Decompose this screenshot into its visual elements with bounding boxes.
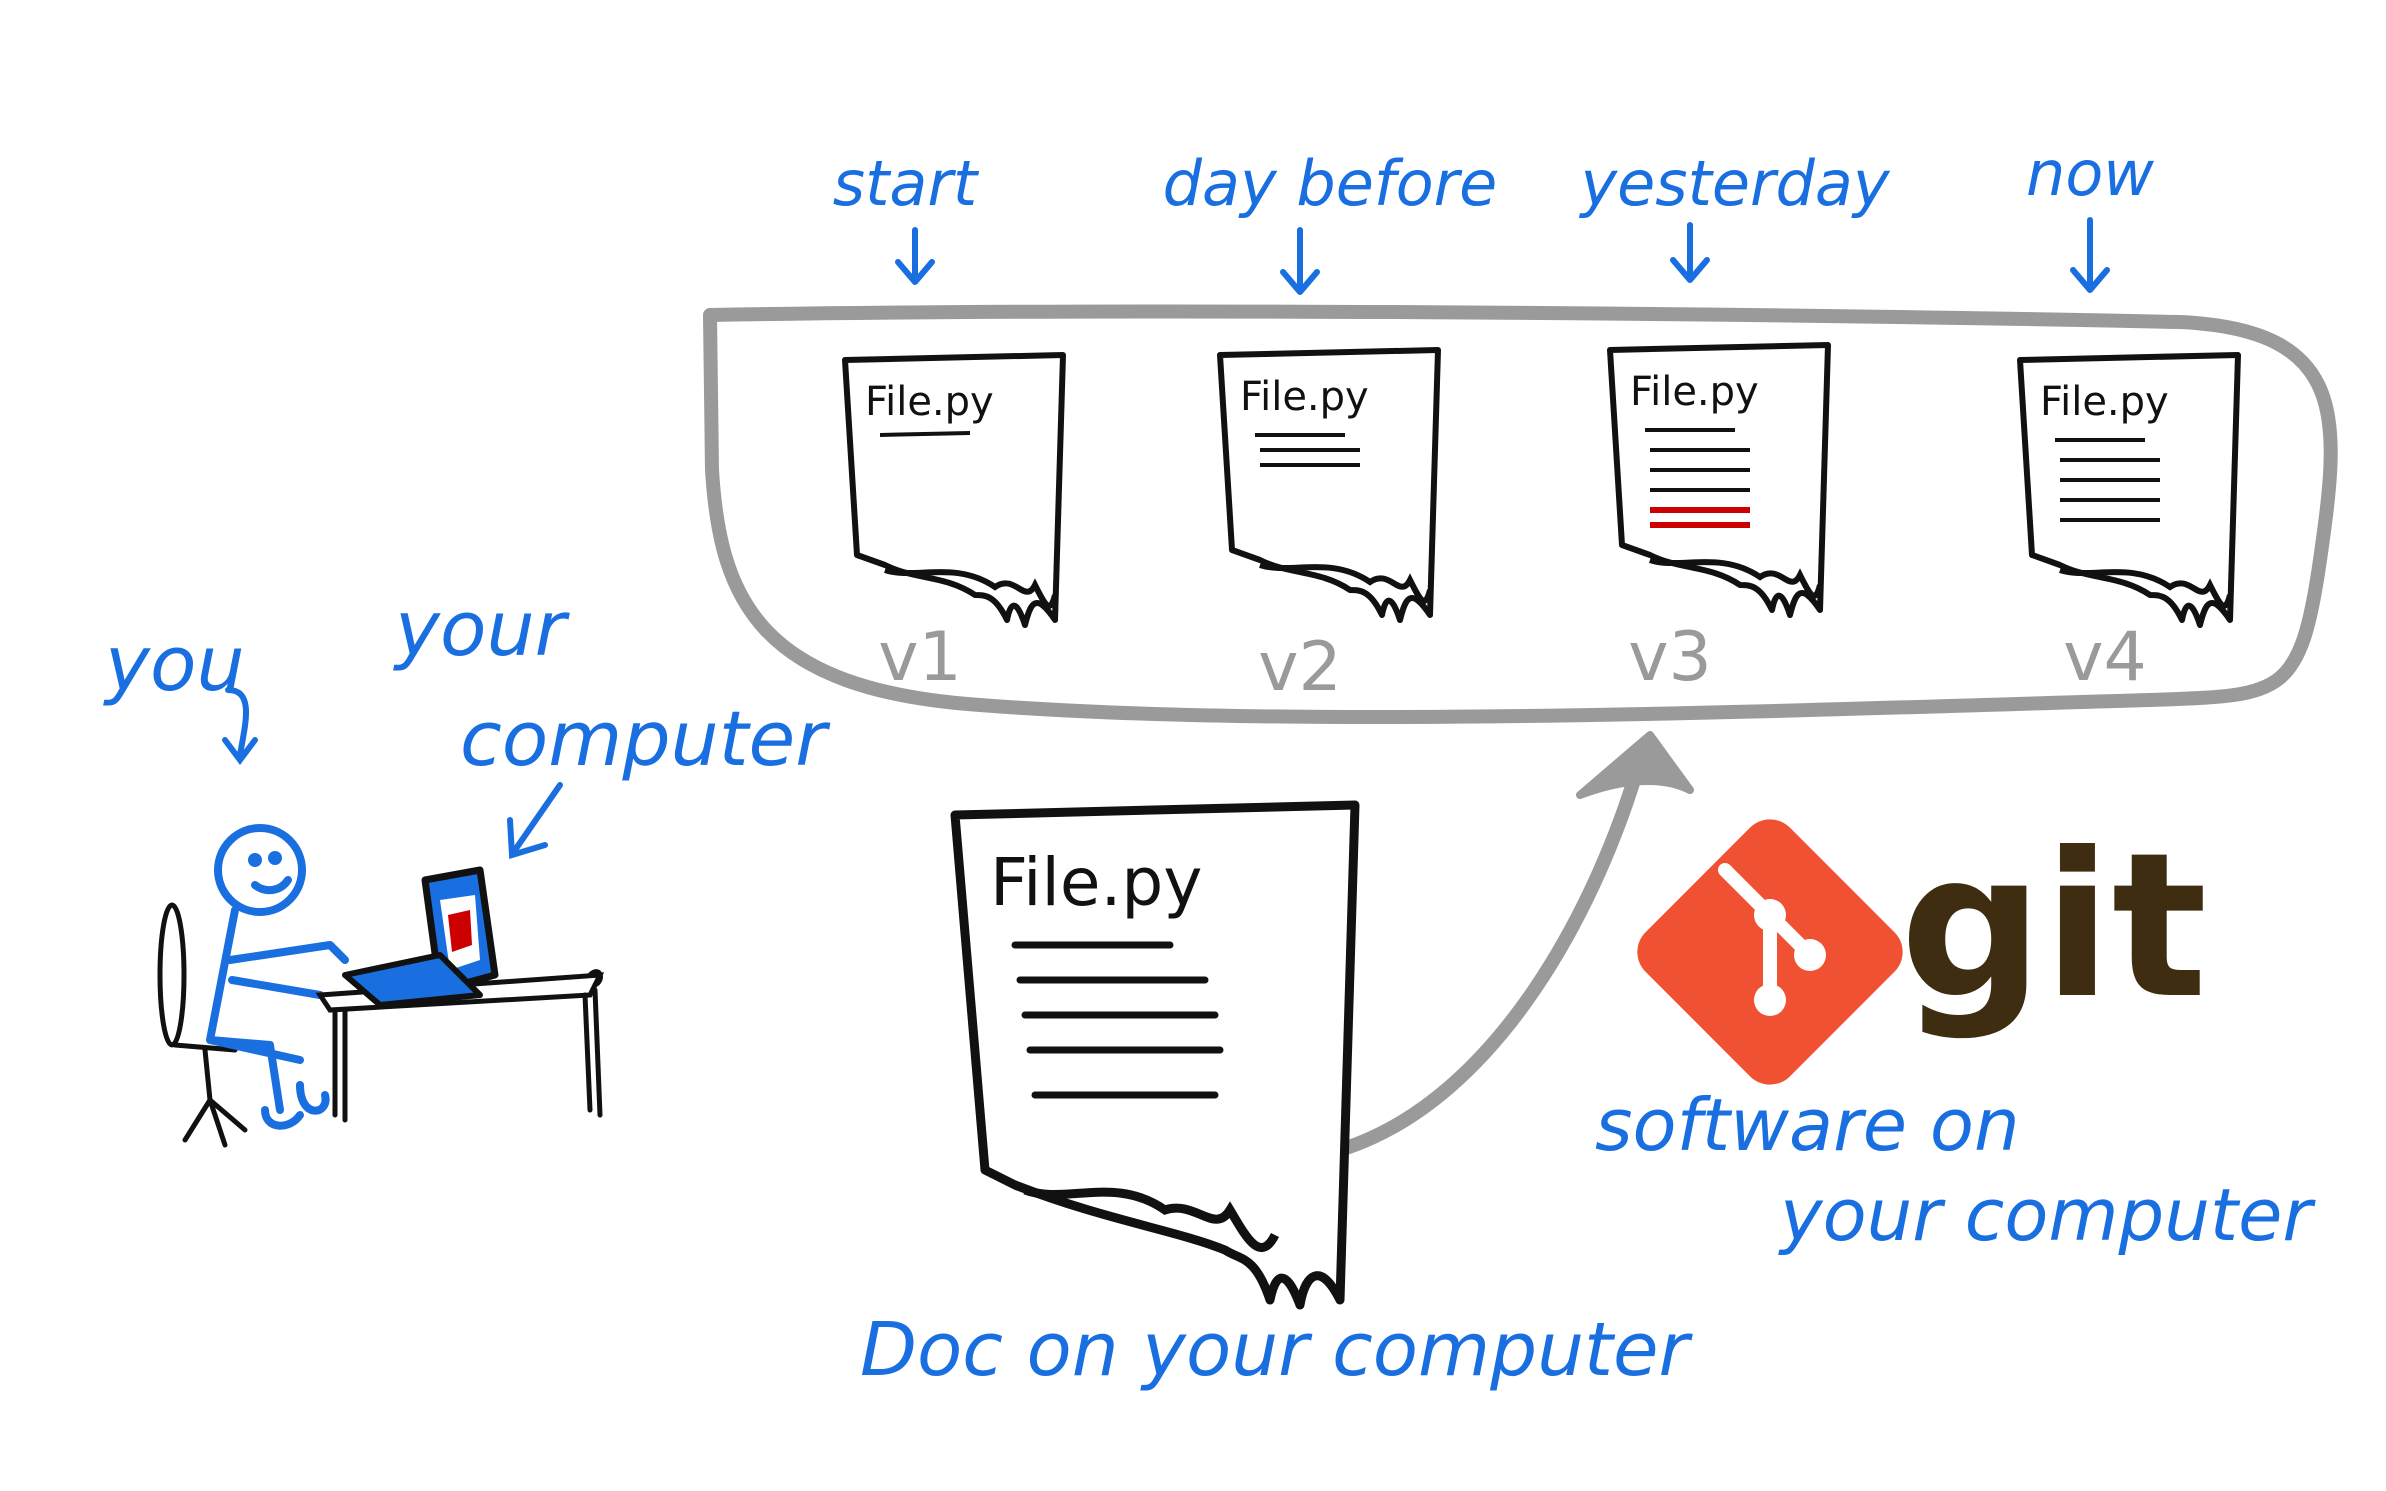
timeline-labels: start day before yesterday now xyxy=(833,137,2154,295)
git-logo: git xyxy=(1637,810,2207,1085)
file-doc-v3: File.py xyxy=(1607,342,1831,618)
highlighted-changes xyxy=(1650,507,1750,528)
version-labels: v1 v2 v3 v4 xyxy=(878,618,2147,707)
file-doc-v2: File.py xyxy=(1217,347,1441,623)
version-label-v1: v1 xyxy=(878,618,962,697)
arrow-down-icon xyxy=(2070,217,2110,293)
arrow-up-icon xyxy=(1576,731,1694,799)
label-computer: computer xyxy=(460,694,831,783)
file-name-label: File.py xyxy=(865,379,994,425)
file-name-label: File.py xyxy=(2040,379,2169,425)
version-documents: File.py File.py File.py File.py xyxy=(842,342,2241,628)
label-now: now xyxy=(2026,137,2154,210)
laptop-icon xyxy=(342,866,499,1008)
git-logo-text: git xyxy=(1900,810,2207,1043)
label-start: start xyxy=(833,147,980,220)
arrow-down-icon xyxy=(222,687,258,765)
label-yesterday: yesterday xyxy=(1578,147,1890,220)
doc-label: Doc on your computer xyxy=(860,1307,1694,1393)
chair xyxy=(157,902,248,1148)
repository-container xyxy=(703,304,2338,725)
label-you: you xyxy=(103,619,245,708)
label-your: your xyxy=(393,584,571,673)
stick-figure xyxy=(206,824,349,1130)
git-caption-line1: software on xyxy=(1595,1083,2020,1167)
file-name-label: File.py xyxy=(1240,374,1369,420)
file-doc-v1: File.py xyxy=(842,352,1066,628)
file-doc-v4: File.py xyxy=(2017,352,2241,628)
label-day-before: day before xyxy=(1163,147,1498,220)
desk xyxy=(315,969,605,1123)
file-name-label: File.py xyxy=(1630,369,1759,415)
arrow-down-icon xyxy=(1670,222,1710,283)
person-at-desk: you your computer xyxy=(103,584,831,1148)
arrow-down-left-icon xyxy=(507,782,563,859)
local-file-doc: File.py xyxy=(950,800,1360,1310)
version-label-v4: v4 xyxy=(2063,618,2147,697)
version-label-v3: v3 xyxy=(1628,618,1712,697)
commit-arrow xyxy=(1333,731,1694,1157)
file-name-label: File.py xyxy=(990,844,1202,921)
arrow-down-icon xyxy=(1280,227,1320,295)
git-caption-line2: your computer xyxy=(1778,1173,2316,1257)
arrow-down-icon xyxy=(895,227,935,285)
version-label-v2: v2 xyxy=(1258,628,1342,707)
